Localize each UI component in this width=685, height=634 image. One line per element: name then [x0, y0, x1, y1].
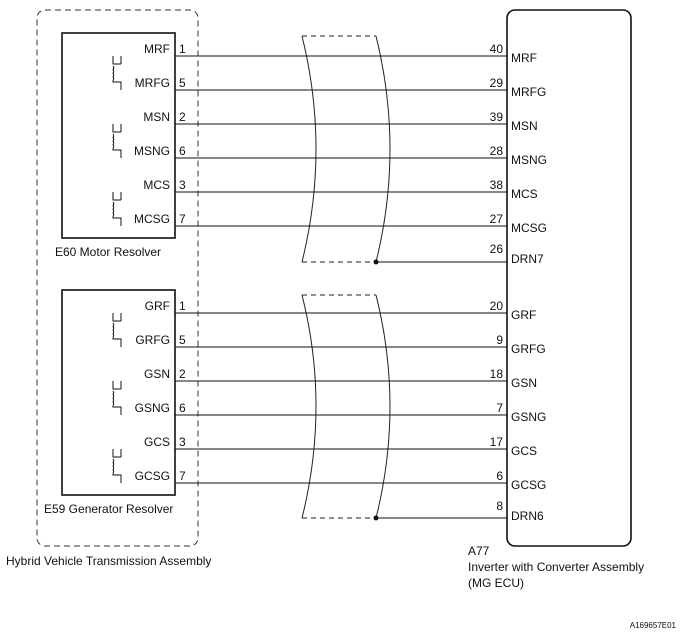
generator-pin-number: 6 — [179, 401, 186, 415]
motor-signal-label: MSN — [143, 110, 170, 124]
motor-inverter-pin: 38 — [490, 178, 504, 192]
generator-resolver-title: E59 Generator Resolver — [44, 502, 173, 516]
motor-resolver-title: E60 Motor Resolver — [55, 245, 161, 259]
motor-coil-icon — [112, 124, 122, 158]
motor-signal-label: MSNG — [134, 144, 170, 158]
generator-inverter-terminal: GCS — [511, 444, 537, 458]
motor-inverter-terminal: MRF — [511, 51, 537, 65]
generator-inverter-pin: 18 — [490, 367, 504, 381]
motor-inverter-pin: 39 — [490, 110, 504, 124]
motor-inverter-terminal: MSN — [511, 119, 538, 133]
generator-pin-number: 2 — [179, 367, 186, 381]
motor-inverter-terminal: MCSG — [511, 221, 547, 235]
transmission-assembly-label: Hybrid Vehicle Transmission Assembly — [6, 554, 211, 568]
drain-junction-generator — [373, 515, 379, 521]
generator-inverter-pin: 8 — [496, 499, 503, 513]
motor-coil-icon — [112, 56, 122, 90]
motor-inverter-pin: 27 — [490, 212, 504, 226]
generator-signal-label: GRFG — [135, 333, 170, 347]
generator-signal-label: GSN — [144, 367, 170, 381]
figure-reference: A169657E01 — [630, 621, 677, 630]
motor-inverter-pin: 40 — [490, 42, 504, 56]
generator-inverter-terminal: GSNG — [511, 410, 546, 424]
generator-inverter-terminal: GCSG — [511, 478, 546, 492]
generator-inverter-pin: 17 — [490, 435, 504, 449]
inverter-sub: (MG ECU) — [468, 576, 524, 590]
motor-signal-label: MCS — [143, 178, 170, 192]
shield-generator — [301, 294, 391, 519]
generator-inverter-terminal: GRF — [511, 308, 536, 322]
motor-pin-number: 5 — [179, 76, 186, 90]
motor-inverter-pin: 26 — [490, 242, 504, 256]
generator-signal-label: GCS — [144, 435, 170, 449]
generator-resolver-box — [61, 289, 176, 496]
shield-motor — [301, 35, 391, 263]
motor-inverter-pin: 29 — [490, 76, 504, 90]
generator-inverter-terminal: GRFG — [511, 342, 546, 356]
transmission-assembly-boundary — [36, 9, 199, 547]
motor-signal-label: MRF — [144, 42, 170, 56]
generator-pin-number: 7 — [179, 469, 186, 483]
drain-junction-motor — [373, 259, 379, 265]
motor-inverter-terminal: MSNG — [511, 153, 547, 167]
motor-signal-label: MRFG — [135, 76, 170, 90]
generator-drain-terminal: DRN6 — [511, 509, 544, 523]
generator-inverter-pin: 9 — [496, 333, 503, 347]
generator-inverter-pin: 20 — [490, 299, 504, 313]
motor-drain-terminal: DRN7 — [511, 252, 544, 266]
motor-inverter-terminal: MRFG — [511, 85, 546, 99]
motor-inverter-terminal: MCS — [511, 187, 538, 201]
generator-signal-label: GSNG — [135, 401, 170, 415]
generator-inverter-pin: 6 — [496, 469, 503, 483]
motor-resolver-box — [61, 32, 176, 239]
motor-pin-number: 2 — [179, 110, 186, 124]
generator-coil-icon — [112, 449, 122, 483]
motor-pin-number: 6 — [179, 144, 186, 158]
generator-inverter-terminal: GSN — [511, 376, 537, 390]
motor-pin-number: 3 — [179, 178, 186, 192]
generator-coil-icon — [112, 381, 122, 415]
motor-pin-number: 1 — [179, 42, 186, 56]
inverter-box — [506, 9, 632, 547]
generator-pin-number: 3 — [179, 435, 186, 449]
motor-coil-icon — [112, 192, 122, 226]
generator-signal-label: GCSG — [135, 469, 170, 483]
motor-signal-label: MCSG — [134, 212, 170, 226]
generator-pin-number: 1 — [179, 299, 186, 313]
motor-pin-number: 7 — [179, 212, 186, 226]
generator-coil-icon — [112, 313, 122, 347]
generator-inverter-pin: 7 — [496, 401, 503, 415]
inverter-name: Inverter with Converter Assembly — [468, 560, 644, 574]
generator-pin-number: 5 — [179, 333, 186, 347]
inverter-code: A77 — [468, 544, 490, 558]
generator-signal-label: GRF — [145, 299, 170, 313]
motor-inverter-pin: 28 — [490, 144, 504, 158]
